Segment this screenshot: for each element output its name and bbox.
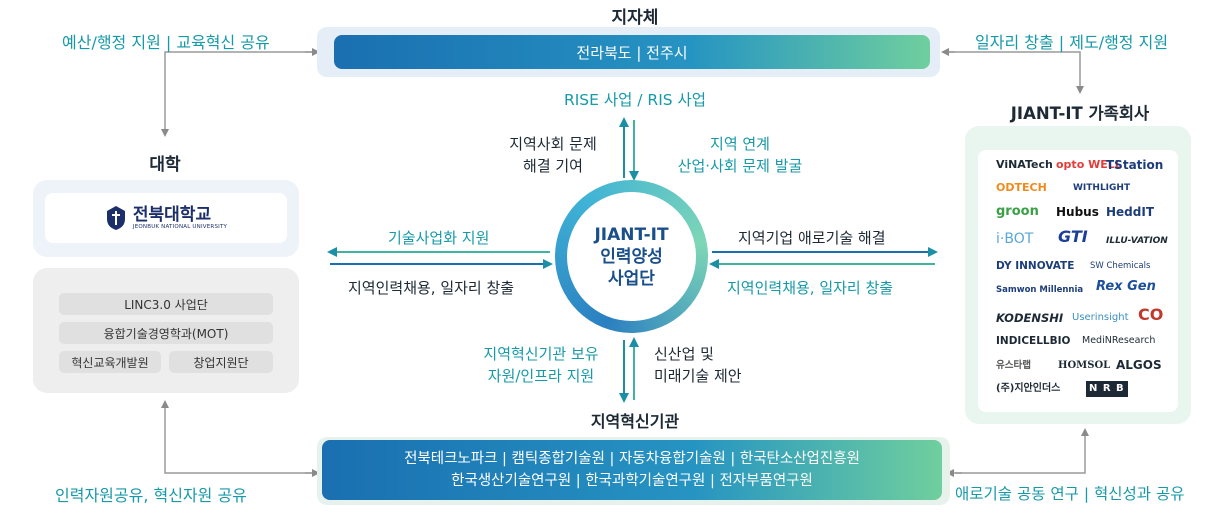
university-logo: 전북대학교 JEONBUK NATIONAL UNIVERSITY — [45, 193, 287, 243]
gov-to-university-arrow — [161, 51, 312, 137]
homsol-logo-icon: HOMSOL — [1058, 360, 1111, 371]
university-bottom-caption: 인력자원공유, 혁신자원 공유 — [55, 486, 247, 505]
center-line-3: 사업단 — [608, 268, 655, 289]
unit-linc: LINC3.0 사업단 — [59, 293, 273, 315]
university-emblem-icon — [106, 206, 125, 230]
institutions-right-caption: 애로기술 공동 연구 | 혁신성과 공유 — [955, 485, 1185, 503]
ustarlab-logo-icon: 유스타랩 — [996, 360, 1031, 371]
gov-left-caption: 예산/행정 지원 | 교육혁신 공유 — [62, 33, 270, 52]
jian-logo-icon: (주)지안인더스 — [996, 383, 1061, 394]
flow-up-left: 지역사회 문제 해결 기여 — [488, 133, 618, 177]
university-units-card: LINC3.0 사업단 융합기술경영학과(MOT) 혁신교육개발원 창업지원단 — [33, 268, 299, 393]
dyinnovate-logo-icon: DY INNOVATE — [996, 260, 1075, 272]
flow-down-left: 지역혁신기관 보유 자원/인프라 지원 — [465, 343, 617, 387]
hubus-logo-icon: Hubus — [1056, 205, 1099, 219]
companies-logo-grid: ViNATech opto WELL TStation ODTECH WITHL… — [978, 150, 1178, 412]
samwon-logo-icon: Samwon Millennia — [996, 285, 1084, 295]
groon-logo-icon: groon — [996, 204, 1039, 219]
flow-up-left-line-1: 지역사회 문제 — [509, 135, 597, 153]
inst-to-company-arrow — [955, 428, 1089, 474]
swchemicals-logo-icon: SW Chemicals — [1090, 261, 1151, 271]
institutions-line-1: 전북테크노파크 | 캠틱종합기술원 | 자동차융합기술원 | 한국탄소산업진흥원 — [404, 451, 860, 467]
co-logo-icon: CO — [1138, 305, 1164, 324]
vinatech-logo-icon: ViNATech — [996, 158, 1053, 171]
flow-up-right: 지역 연계 산업·사회 문제 발굴 — [650, 133, 830, 177]
gov-bar: 전라북도 | 전주시 — [334, 35, 930, 69]
flow-down-left-line-1: 지역혁신기관 보유 — [483, 345, 599, 363]
indicellbio-logo-icon: INDICELLBIO — [996, 335, 1071, 347]
institutions-bar: 전북테크노파크 | 캠틱종합기술원 | 자동차융합기술원 | 한국탄소산업진흥원… — [322, 440, 942, 500]
unit-education: 혁신교육개발원 — [59, 351, 161, 373]
algos-logo-icon: ALGOS — [1116, 358, 1162, 372]
flow-down-right: 신산업 및 미래기술 제안 — [654, 343, 774, 387]
userinsight-logo-icon: Userinsight — [1072, 312, 1129, 323]
center-circle: JIANT-IT 인력양성 사업단 — [567, 192, 696, 321]
university-title: 대학 — [149, 155, 181, 175]
university-logo-name: 전북대학교 — [132, 205, 212, 225]
gov-title: 지자체 — [611, 8, 659, 28]
flow-down-right-line-2: 미래기술 제안 — [654, 367, 742, 385]
university-logo-en: JEONBUK NATIONAL UNIVERSITY — [132, 224, 228, 230]
flow-up-right-line-2: 산업·사회 문제 발굴 — [677, 157, 803, 175]
withlight-logo-icon: WITHLIGHT — [1073, 183, 1131, 193]
inst-to-university-arrow — [161, 400, 312, 474]
flow-right-bottom: 지역인력채용, 일자리 창출 — [727, 279, 894, 297]
center-line-1: JIANT-IT — [594, 224, 669, 245]
center-line-2: 인력양성 — [600, 246, 663, 267]
companies-title: JIANT-IT 가족회사 — [1010, 104, 1150, 123]
gov-to-company-arrow — [945, 51, 1084, 94]
flow-up-left-line-2: 해결 기여 — [523, 157, 583, 175]
flow-right-top: 지역기업 애로기술 해결 — [738, 229, 886, 247]
flow-down-left-line-2: 자원/인프라 지원 — [487, 367, 595, 385]
flow-left-top: 기술사업화 지원 — [388, 229, 490, 247]
ibot-logo-icon: i·BOT — [996, 231, 1034, 247]
flow-down-right-line-1: 신산업 및 — [654, 345, 714, 363]
heddit-logo-icon: HeddIT — [1106, 205, 1155, 219]
unit-mot: 융합기술경영학과(MOT) — [59, 322, 273, 344]
gov-right-caption: 일자리 창출 | 제도/행정 지원 — [975, 33, 1169, 52]
tstation-logo-icon: TStation — [1106, 158, 1164, 172]
rexgen-logo-icon: Rex Gen — [1096, 279, 1156, 294]
gov-program-label: RISE 사업 / RIS 사업 — [563, 91, 707, 109]
unit-startup: 창업지원단 — [169, 351, 273, 373]
gti-logo-icon: GTI — [1058, 227, 1088, 246]
kodenshi-logo-icon: KODENSHI — [996, 311, 1064, 325]
institutions-title: 지역혁신기관 — [590, 412, 680, 431]
flow-up-right-line-1: 지역 연계 — [710, 135, 770, 153]
institutions-line-2: 한국생산기술연구원 | 한국과학기술연구원 | 전자부품연구원 — [451, 473, 813, 489]
odtech-logo-icon: ODTECH — [996, 181, 1047, 194]
medinresearch-logo-icon: MediNResearch — [1082, 335, 1156, 346]
flow-left-bottom: 지역인력채용, 일자리 창출 — [348, 279, 515, 297]
optowell-logo-icon: opto WELL — [1056, 158, 1122, 171]
illuvation-logo-icon: ILLU-VATION — [1106, 236, 1168, 246]
nrb-logo-icon: N R B — [1086, 381, 1128, 397]
